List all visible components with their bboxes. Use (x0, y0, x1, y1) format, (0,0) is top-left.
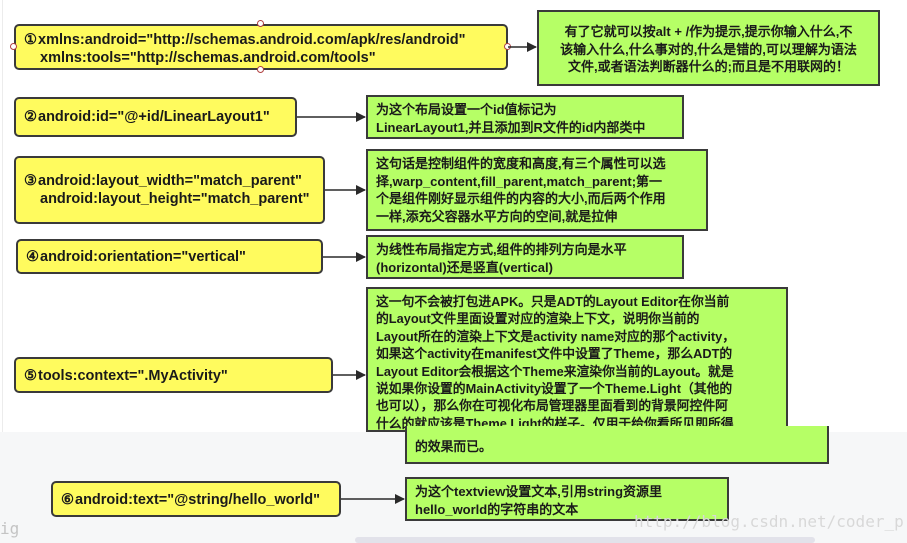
desc-box-2: 为这个布局设置一个id值标记为 LinearLayout1,并且添加到R文件的i… (366, 95, 684, 139)
step-number: ⑥ (61, 492, 74, 508)
desc-line: 一样,添充父容器水平方向的空间,就是拉伸 (376, 208, 618, 224)
desc-line: 的效果而已。 (415, 439, 492, 454)
code-line: ③android:layout_width="match_parent" (24, 173, 302, 189)
code-line: ①xmlns:android="http://schemas.android.c… (24, 32, 466, 48)
left-edge-line (2, 0, 3, 432)
desc-line: 为这个textview设置文本,引用string资源里 (415, 484, 663, 499)
code-box-1: ①xmlns:android="http://schemas.android.c… (14, 24, 508, 70)
code-box-2: ②android:id="@+id/LinearLayout1" (14, 97, 297, 137)
desc-line: (horizontal)还是竖直(vertical) (376, 259, 553, 275)
desc-line: LinearLayout1,并且添加到R文件的id内部类中 (376, 119, 646, 135)
desc-line: 也可以），那么你在可视化布局管理器里面看到的背景阿控件阿 (376, 398, 728, 414)
desc-line: 文件,或者语法判断器什么的;而且是不用联网的！ (568, 59, 849, 74)
code-line: android:layout_height="match_parent" (40, 191, 310, 207)
watermark-url: http://blog.csdn.net/coder_p (634, 512, 904, 531)
code-box-6: ⑥android:text="@string/hello_world" (51, 481, 341, 517)
desc-line: hello_world的字符串的文本 (415, 501, 579, 517)
code-line: ②android:id="@+id/LinearLayout1" (24, 109, 270, 125)
selection-handle[interactable] (504, 43, 511, 50)
step-number: ④ (26, 249, 39, 265)
desc-line: 这一句不会被打包进APK。只是ADT的Layout Editor在你当前 (376, 294, 730, 309)
desc-line: 这句话是控制组件的宽度和高度,有三个属性可以选 (376, 156, 666, 171)
desc-box-1: 有了它就可以按alt + /作为提示,提示你输入什么,不 该输入什么,什么事对的… (537, 10, 880, 86)
step-number: ② (24, 109, 37, 125)
desc-box-5: 这一句不会被打包进APK。只是ADT的Layout Editor在你当前 的La… (366, 287, 788, 432)
selection-handle[interactable] (10, 43, 17, 50)
desc-line: Layout所在的渲染上下文是activity name对应的那个activit… (376, 328, 736, 344)
code-box-4: ④android:orientation="vertical" (16, 239, 323, 274)
selection-handle[interactable] (257, 66, 264, 73)
desc-line: 为这个布局设置一个id值标记为 (376, 102, 557, 117)
step-number: ① (24, 32, 37, 48)
desc-box-6: 为这个textview设置文本,引用string资源里 hello_world的… (405, 477, 729, 521)
code-line: ⑥android:text="@string/hello_world" (61, 492, 321, 508)
code-line: ④android:orientation="vertical" (26, 249, 246, 265)
step-number: ⑤ (24, 368, 37, 384)
desc-line: 说如果你设置的MainActivity设置了一个Theme.Light（其他的 (376, 381, 733, 397)
horizontal-scrollbar[interactable] (355, 537, 815, 543)
desc-box-4: 为线性布局指定方式,组件的排列方向是水平 (horizontal)还是竖直(ve… (366, 235, 684, 279)
desc-box-3: 这句话是控制组件的宽度和高度,有三个属性可以选 择,warp_content,f… (366, 149, 708, 231)
desc-line: 如果这个activity在manifest文件中设置了Theme，那么ADT的 (376, 346, 733, 362)
desc-line: 为线性布局指定方式,组件的排列方向是水平 (376, 242, 627, 257)
desc-line: 有了它就可以按alt + /作为提示,提示你输入什么,不 (564, 24, 853, 39)
desc-line: 择,warp_content,fill_parent,match_parent;… (376, 173, 663, 189)
step-number: ③ (24, 173, 37, 189)
partial-text: ig (0, 519, 20, 538)
desc-line: 该输入什么,什么事对的,什么是错的,可以理解为语法 (560, 41, 857, 57)
desc-line: 个是组件刚好显示组件的内容的大小,而后两个作用 (376, 191, 666, 206)
selection-handle[interactable] (257, 20, 264, 27)
code-box-3: ③android:layout_width="match_parent" and… (14, 156, 325, 224)
code-line: xmlns:tools="http://schemas.android.com/… (40, 50, 376, 66)
code-box-5: ⑤tools:context=".MyActivity" (14, 357, 333, 393)
desc-line: Layout Editor会根据这个Theme来渲染你当前的Layout。就是 (376, 363, 734, 379)
desc-box-5-continued: 的效果而已。 (405, 426, 829, 464)
desc-line: 的Layout文件里面设置对应的渲染上下文，说明你当前的 (376, 311, 700, 327)
code-line: ⑤tools:context=".MyActivity" (24, 368, 228, 384)
